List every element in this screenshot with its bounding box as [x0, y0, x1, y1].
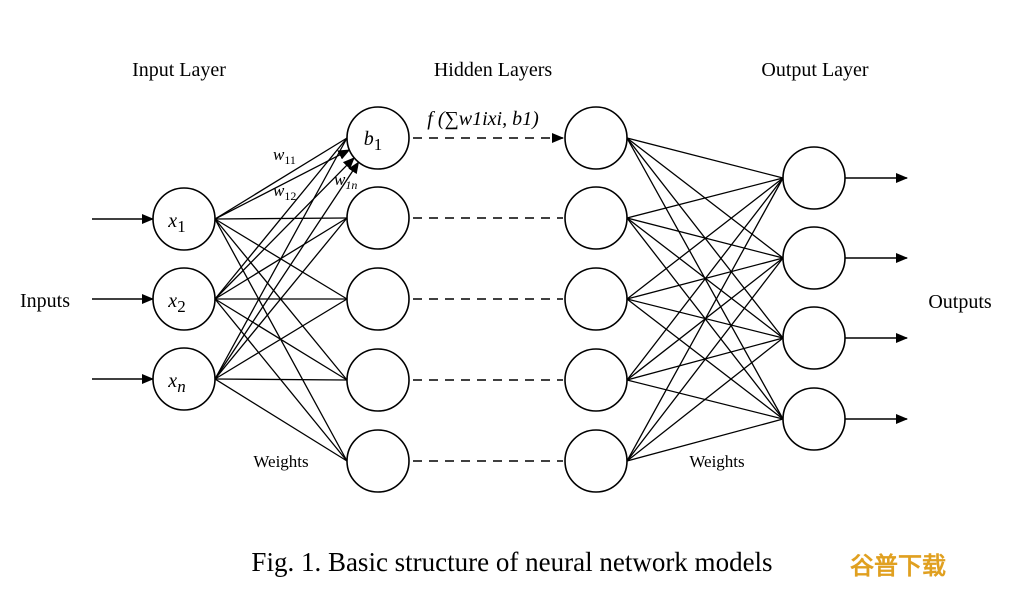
- edge-hidden-4-output-1: [626, 177, 784, 381]
- weight-label-w1n: w1n: [334, 170, 357, 192]
- output-node-1: [782, 146, 846, 210]
- input-node-label-1: x1: [167, 210, 185, 236]
- hidden-node-layer1-1: [346, 106, 410, 170]
- weight-label-w12: w12: [273, 181, 296, 203]
- network-nodes: [152, 106, 846, 493]
- edge-input-2-hidden-1: [214, 137, 348, 300]
- output-node-4: [782, 387, 846, 451]
- hidden-layers-title: Hidden Layers: [434, 59, 553, 81]
- hidden-node-layer1-5: [346, 429, 410, 493]
- input-to-hidden-edges: [214, 137, 360, 462]
- hidden-to-output-edges: [626, 137, 784, 462]
- edge-input-3-hidden-4: [214, 378, 348, 381]
- activation-function-label: f (∑w1ixi, b1): [427, 108, 539, 130]
- weights-label-left: Weights: [253, 452, 308, 471]
- outputs-label: Outputs: [928, 291, 992, 313]
- input-layer-title: Input Layer: [132, 59, 226, 81]
- hidden-node-layer2-3: [564, 267, 628, 331]
- weights-label-right: Weights: [689, 452, 744, 471]
- input-node-1: [152, 187, 216, 251]
- hidden-node-layer1-2: [346, 186, 410, 250]
- hidden-node-layer1-4: [346, 348, 410, 412]
- edge-input-3-hidden-1: [214, 137, 348, 380]
- input-output-arrows: [92, 173, 908, 424]
- weight-label-w11: w11: [273, 145, 296, 167]
- edge-input-1-hidden-1: [214, 137, 348, 220]
- output-node-3: [782, 306, 846, 370]
- hidden-node-layer2-2: [564, 186, 628, 250]
- input-node-2: [152, 267, 216, 331]
- hidden-layer-dashed-connections: [413, 133, 564, 462]
- edge-hidden-1-output-1: [626, 137, 784, 179]
- edge-input-3-hidden-2: [214, 217, 348, 380]
- edge-hidden-5-output-3: [626, 337, 784, 462]
- edge-hidden-5-output-1: [626, 177, 784, 462]
- edge-input-3-hidden-3: [214, 298, 348, 380]
- hidden-node-layer2-4: [564, 348, 628, 412]
- bias-node-label: b1: [364, 128, 383, 154]
- inputs-label: Inputs: [20, 290, 70, 312]
- edge-hidden-5-output-2: [626, 257, 784, 462]
- input-node-label-2: x2: [167, 290, 185, 316]
- weighted-arrow-input-3-to-bias: [214, 161, 360, 380]
- figure-caption: Fig. 1. Basic structure of neural networ…: [251, 547, 772, 577]
- input-node-label-n: xn: [167, 370, 185, 396]
- hidden-node-layer1-3: [346, 267, 410, 331]
- output-node-2: [782, 226, 846, 290]
- output-layer-title: Output Layer: [761, 59, 869, 81]
- edge-hidden-2-output-1: [626, 177, 784, 219]
- edge-hidden-3-output-1: [626, 177, 784, 300]
- watermark-logo: 谷普下载: [850, 552, 946, 580]
- input-node-3: [152, 347, 216, 411]
- edge-hidden-5-output-4: [626, 418, 784, 462]
- edge-input-3-hidden-5: [214, 378, 348, 462]
- hidden-node-layer2-1: [564, 106, 628, 170]
- weighted-arrow-input-1-to-bias: [214, 149, 351, 220]
- hidden-node-layer2-5: [564, 429, 628, 493]
- weighted-arrow-input-2-to-bias: [214, 157, 355, 300]
